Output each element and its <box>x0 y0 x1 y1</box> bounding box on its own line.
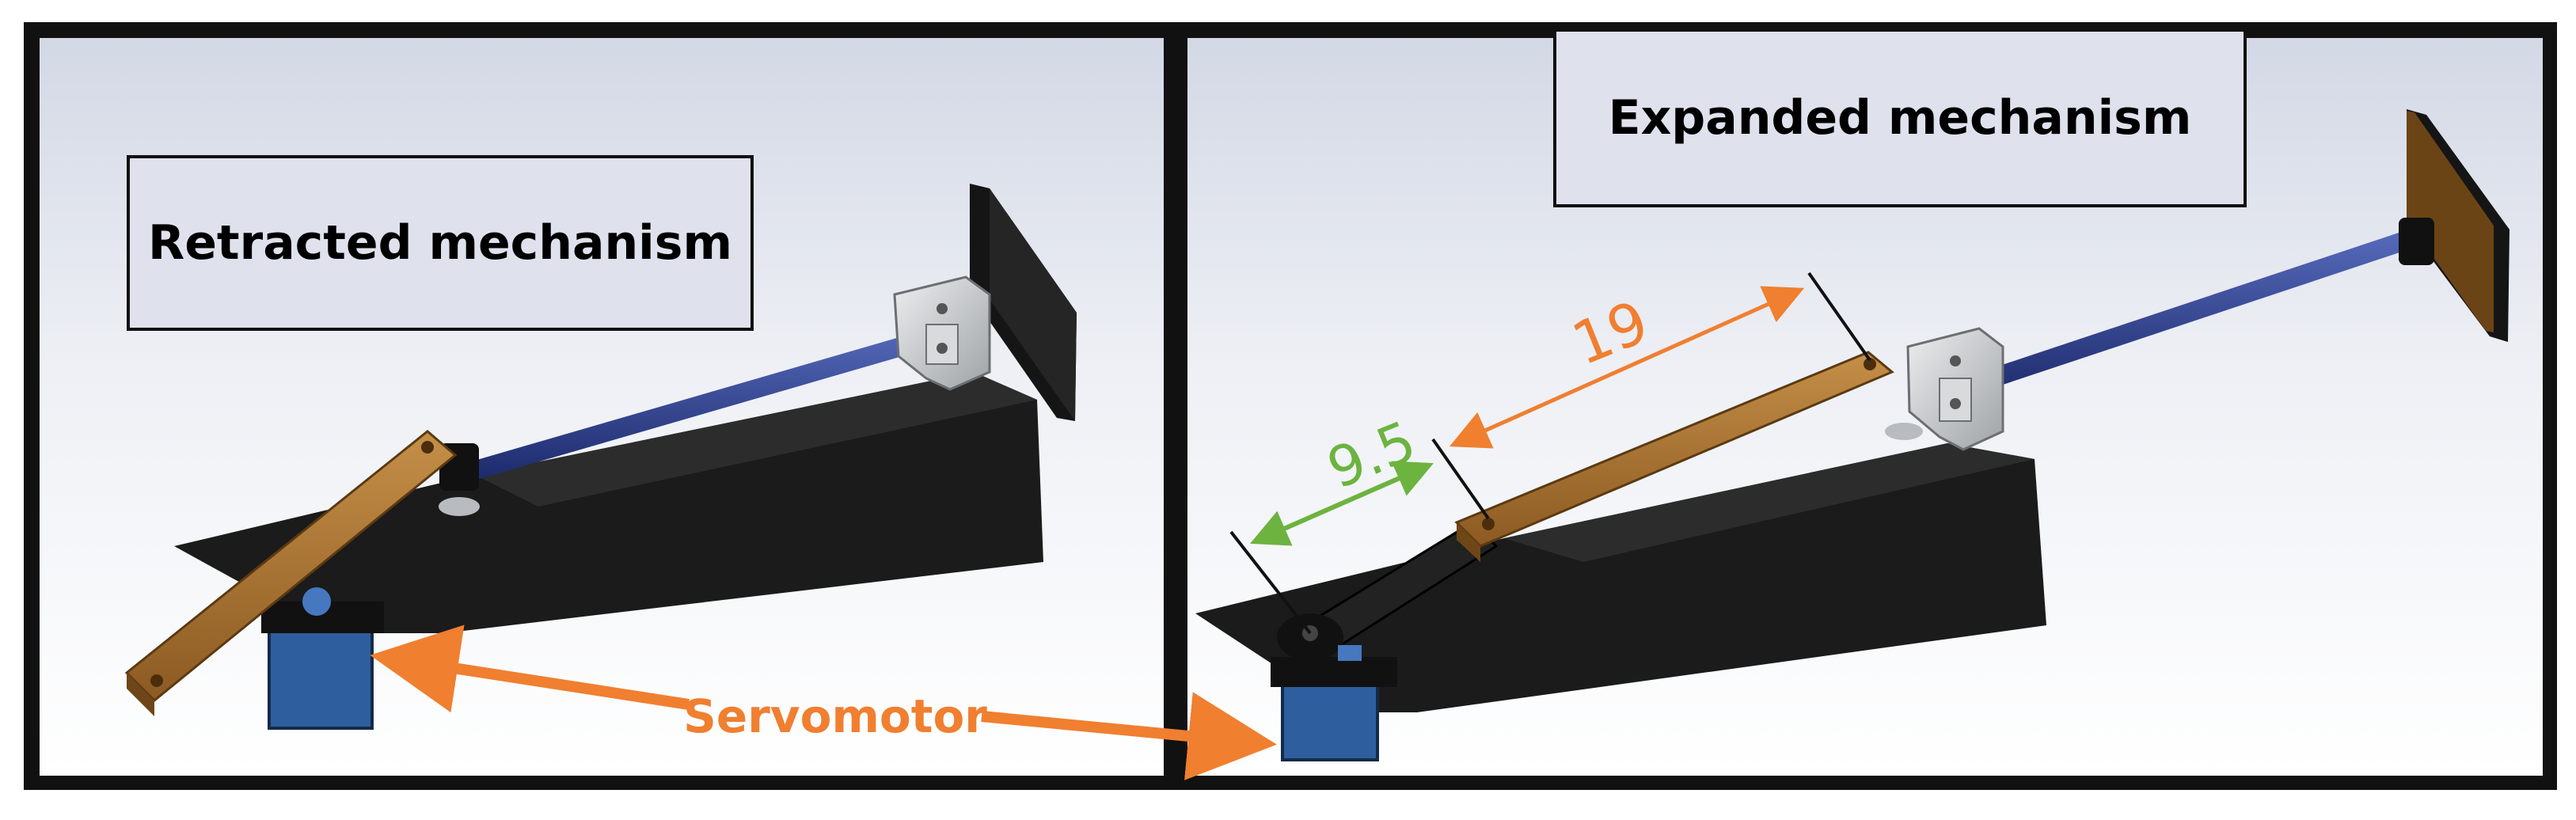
pivot-washer <box>439 497 480 516</box>
blue-rod <box>1930 228 2424 405</box>
end-plate-side <box>990 188 1077 421</box>
dim-arrow-long <box>1449 286 1805 449</box>
dim-tick-joint <box>1431 438 1490 520</box>
retracted-mechanism <box>124 184 1077 730</box>
linear-bearing <box>1885 327 2004 451</box>
base-plate <box>1195 443 2046 712</box>
end-plate-wood-face <box>2407 111 2494 332</box>
servo-right <box>1271 645 1397 761</box>
base-top-face <box>475 372 1037 507</box>
blue-rod <box>450 323 959 484</box>
dim-tick-end <box>1807 271 1871 362</box>
base-top-face <box>1504 443 2035 562</box>
wooden-arm-left <box>124 430 458 716</box>
expanded-title: Expanded mechanism <box>1608 90 2192 146</box>
servo-left <box>261 587 384 730</box>
dim-arrow-short <box>1250 461 1434 546</box>
servomotor-label: Servomotor <box>683 689 987 743</box>
expanded-mechanism <box>1195 109 2510 761</box>
expanded-title-box: Expanded mechanism <box>1553 28 2247 207</box>
linear-bearing <box>893 275 991 391</box>
retracted-title-box: Retracted mechanism <box>127 155 754 331</box>
dim-tick-servo <box>1229 530 1312 635</box>
rod-end-collar <box>2399 218 2434 265</box>
servo-arrow-right <box>981 692 1277 780</box>
retracted-title: Retracted mechanism <box>148 215 732 271</box>
servo-arrow-left <box>370 624 690 713</box>
